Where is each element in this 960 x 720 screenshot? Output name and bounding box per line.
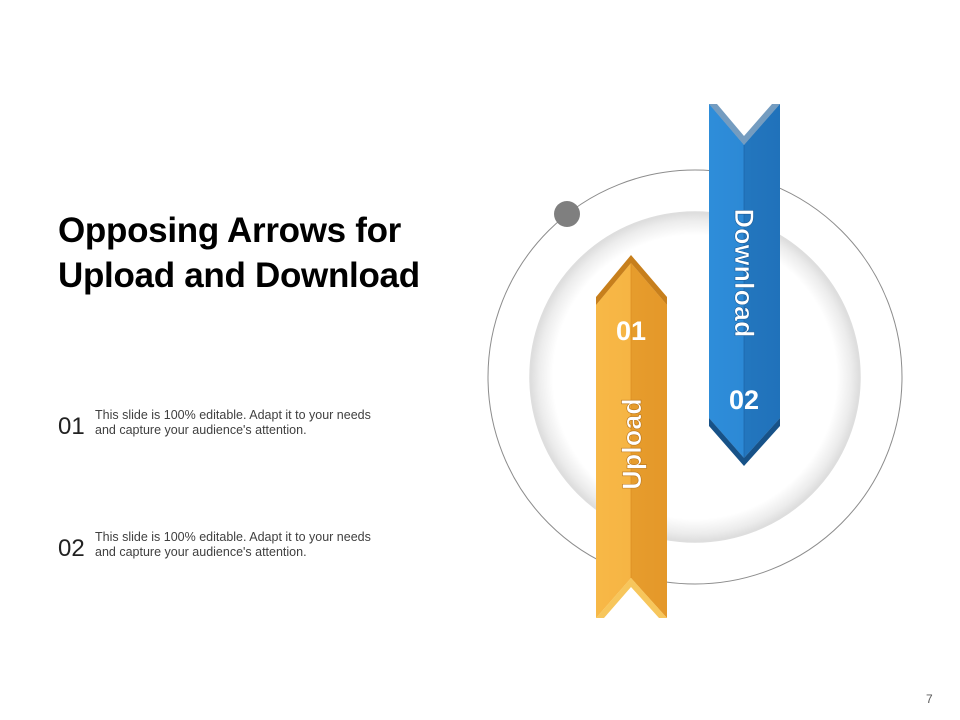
title-line-1: Opposing Arrows for: [58, 211, 402, 250]
orbit-dot: [554, 201, 580, 227]
inner-ring: [529, 211, 861, 543]
item-number: 02: [58, 535, 85, 562]
outer-ring: [487, 169, 903, 585]
title-line-2: Upload and Download: [58, 256, 420, 295]
item-number: 01: [58, 413, 85, 440]
item-description-line-2: and capture your audience's attention.: [95, 545, 307, 559]
item-description: This slide is 100% editable. Adapt it to…: [95, 408, 425, 438]
upload-label: Upload: [617, 398, 647, 490]
download-arrow: [709, 104, 780, 466]
item-description: This slide is 100% editable. Adapt it to…: [95, 530, 425, 560]
item-description-line-2: and capture your audience's attention.: [95, 423, 307, 437]
download-number: 02: [729, 385, 759, 415]
upload-arrow: [596, 255, 667, 618]
item-description-line-1: This slide is 100% editable. Adapt it to…: [95, 408, 371, 422]
slide-title: Opposing Arrows for Upload and Download: [58, 208, 488, 298]
item-description-line-1: This slide is 100% editable. Adapt it to…: [95, 530, 371, 544]
download-label: Download: [729, 209, 759, 338]
upload-number: 01: [616, 316, 646, 346]
page-number: 7: [926, 692, 933, 706]
